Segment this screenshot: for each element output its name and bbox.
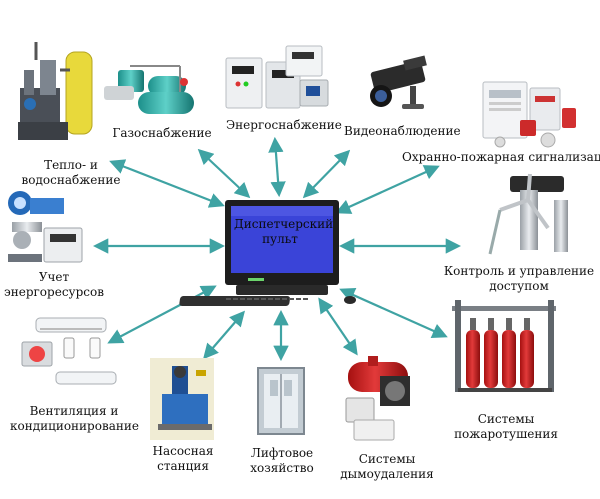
smoke-fan-icon (345, 356, 410, 441)
label-pump-line1: Насосная (152, 444, 214, 458)
turnstile-icon (488, 173, 568, 255)
label-access-line2: доступом (489, 279, 549, 293)
label-smoke: Системы дымоудаления (340, 452, 434, 482)
label-hvac-line2: кондиционирование (10, 419, 139, 433)
arrow-power (268, 136, 286, 198)
dispatch-console-title-line1: Диспетчерский (234, 217, 334, 231)
boiler-pump-icon (18, 42, 93, 140)
dispatch-console-title: Диспетчерский пульт (234, 217, 334, 247)
label-metering-line2: энергоресурсов (4, 285, 104, 299)
gas-tank-icon (104, 65, 194, 114)
arrow-heat-water (109, 159, 225, 208)
dispatch-console-icon (179, 200, 356, 306)
label-metering: Учет энергоресурсов (2, 270, 106, 300)
label-video: Видеонаблюдение (344, 124, 461, 139)
label-smoke-line1: Системы (358, 452, 416, 466)
meter-icon (8, 191, 83, 263)
label-lift-line2: хозяйство (250, 461, 314, 475)
label-hvac-line1: Вентиляция и (29, 404, 119, 418)
arrow-gas (197, 148, 251, 199)
label-lift: Лифтовое хозяйство (240, 446, 324, 476)
arrow-hvac (107, 285, 217, 344)
label-extinguish: Системы пожаротушения (446, 412, 566, 442)
label-extinguish-line2: пожаротушения (454, 427, 558, 441)
label-metering-line1: Учет (38, 270, 70, 284)
label-heat-water-line1: Тепло- и (44, 158, 98, 172)
arrow-fire-alarm (335, 165, 440, 214)
label-fire-alarm: Охранно-пожарная сигнализация (402, 150, 600, 165)
air-conditioner-icon (21, 317, 117, 385)
label-smoke-line2: дымоудаления (340, 467, 434, 481)
label-power-line1: Энергоснабжение (226, 118, 342, 132)
connector-arrows (92, 136, 462, 362)
label-gas: Газоснабжение (112, 126, 212, 141)
electric-panel-icon (225, 45, 329, 109)
label-video-line1: Видеонаблюдение (344, 124, 461, 138)
cctv-camera-icon (370, 55, 427, 109)
label-gas-line1: Газоснабжение (112, 126, 212, 140)
arrow-smoke (318, 297, 358, 356)
alarm-panel-icon (482, 81, 576, 148)
label-pump: Насосная станция (140, 444, 226, 474)
elevator-icon (257, 367, 305, 435)
dispatch-console-title-line2: пульт (262, 232, 298, 246)
label-lift-line1: Лифтовое (250, 446, 314, 460)
arrow-video (302, 149, 351, 199)
arrow-extinguish (339, 287, 448, 339)
label-pump-line2: станция (157, 459, 209, 473)
label-hvac: Вентиляция и кондиционирование (10, 404, 139, 434)
label-extinguish-line1: Системы (477, 412, 535, 426)
label-access-line1: Контроль и управление (443, 264, 595, 278)
pump-station-icon (150, 358, 214, 440)
label-heat-water: Тепло- и водоснабжение (16, 158, 126, 188)
label-access: Контроль и управление доступом (440, 264, 598, 294)
arrow-pump (202, 310, 246, 360)
label-power: Энергоснабжение (226, 118, 342, 133)
label-fire-alarm-line1: Охранно-пожарная сигнализация (402, 150, 600, 164)
label-heat-water-line2: водоснабжение (21, 173, 121, 187)
fire-extinguisher-icon (452, 300, 556, 392)
